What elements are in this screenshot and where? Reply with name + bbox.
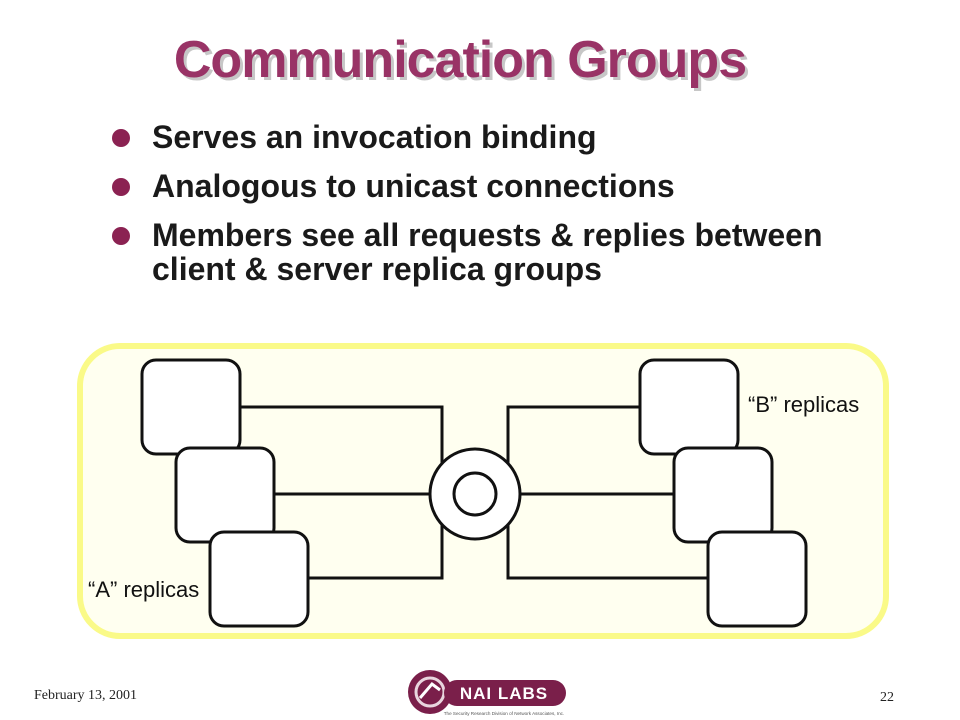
- replica-b3: [706, 530, 808, 628]
- replica-b2: [672, 446, 774, 544]
- connector-a1: [240, 405, 444, 470]
- replica-a1: [140, 358, 242, 456]
- footer-date: February 13, 2001: [34, 688, 138, 703]
- b-replicas-label: “B” replicas: [748, 392, 859, 417]
- connector-b1: [506, 405, 640, 470]
- replica-a2: [174, 446, 276, 544]
- slide-title: Communication Groups: [173, 31, 747, 89]
- bullet-list: Serves an invocation binding Analogous t…: [108, 120, 868, 301]
- page-number: 22: [880, 690, 894, 705]
- bullet-dot-icon: [112, 227, 130, 245]
- connector-b3: [506, 518, 708, 580]
- bullet-dot-icon: [112, 129, 130, 147]
- replica-a3: [208, 530, 310, 628]
- bullet-item: Analogous to unicast connections: [108, 169, 868, 203]
- logo-tagline: The Security Research Division of Networ…: [444, 711, 565, 716]
- bullet-dot-icon: [112, 178, 130, 196]
- a-replicas-label: “A” replicas: [88, 577, 199, 602]
- connectors-b: [506, 405, 708, 580]
- logo-text: NAI LABS: [460, 684, 548, 703]
- bullet-text: Members see all requests & replies betwe…: [152, 217, 823, 287]
- connector-a3: [308, 518, 444, 580]
- bullet-text: Analogous to unicast connections: [152, 168, 675, 204]
- group-ring-inner: [452, 471, 498, 517]
- bullet-text: Serves an invocation binding: [152, 119, 597, 155]
- bullet-item: Members see all requests & replies betwe…: [108, 218, 868, 286]
- nai-labs-logo: NAI LABS The Security Research Division …: [408, 670, 566, 716]
- bullet-item: Serves an invocation binding: [108, 120, 868, 154]
- connectors-a: [240, 405, 444, 580]
- replica-b1: [638, 358, 740, 456]
